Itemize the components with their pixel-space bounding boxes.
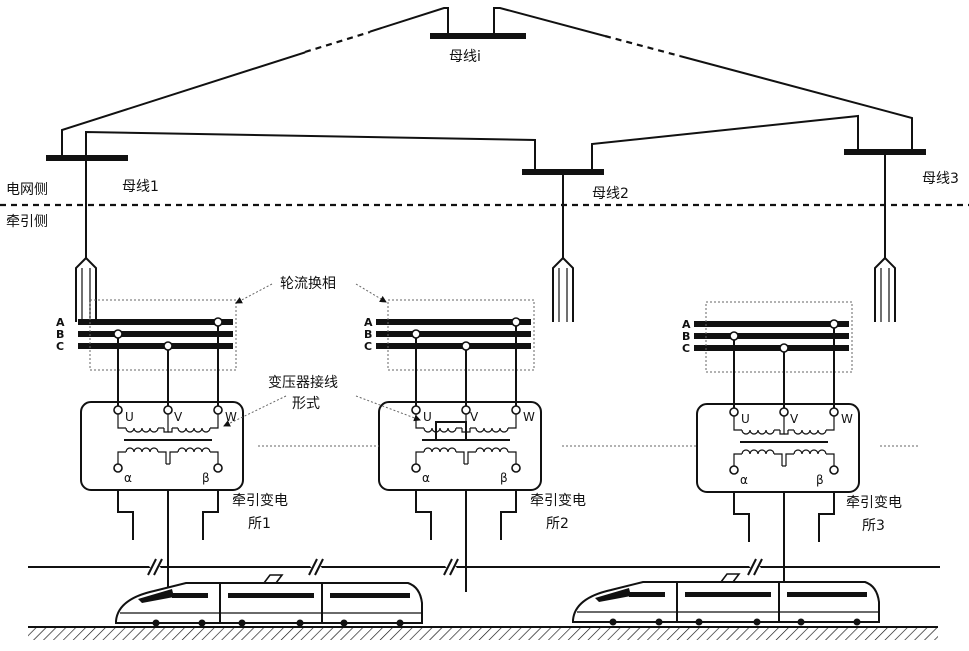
transformer-wiring-label-line2: 形式	[292, 396, 320, 412]
feeder-3	[875, 152, 895, 322]
svg-text:U: U	[125, 410, 134, 424]
traction-side-label: 牵引侧	[6, 214, 48, 230]
catenary	[28, 559, 940, 575]
bus1-label: 母线1	[122, 179, 159, 195]
substation-3	[694, 302, 859, 594]
svg-text:β: β	[202, 471, 210, 485]
substation-2	[376, 300, 541, 592]
substation-3-label: 牵引变电	[846, 495, 902, 511]
substation-1-label: 牵引变电	[232, 493, 288, 509]
svg-text:V: V	[790, 412, 799, 426]
substation-3-label-line2: 所3	[862, 518, 885, 534]
svg-text:β: β	[500, 471, 508, 485]
svg-text:U: U	[423, 410, 432, 424]
train-1	[116, 575, 422, 627]
svg-text:C: C	[364, 340, 372, 353]
svg-text:V: V	[174, 410, 183, 424]
phase-labels-3: A B C	[682, 318, 691, 355]
svg-text:W: W	[523, 410, 535, 424]
phase-labels-2: A B C	[364, 316, 373, 353]
terminal-labels-3: U V W α β	[740, 412, 853, 487]
substation-1-label-line2: 所1	[248, 516, 271, 532]
svg-text:C: C	[56, 340, 64, 353]
svg-text:α: α	[422, 471, 430, 485]
substation-2-label: 牵引变电	[530, 493, 586, 509]
phase-rotation-label: 轮流换相	[280, 275, 336, 292]
incoming-feeders	[76, 152, 895, 322]
bus-i-label: 母线i	[449, 49, 481, 65]
grid-network	[46, 8, 926, 172]
svg-text:α: α	[124, 471, 132, 485]
grid-side-label: 电网侧	[6, 182, 48, 198]
line-bus2-to-bus3	[592, 116, 858, 172]
substation-2-label-line2: 所2	[546, 516, 569, 532]
bus3-label: 母线3	[922, 171, 959, 187]
svg-text:W: W	[841, 412, 853, 426]
substation-1	[78, 300, 243, 592]
svg-text:α: α	[740, 473, 748, 487]
annotation-arrows	[224, 284, 420, 426]
phase-labels-1: A B C	[56, 316, 65, 353]
train-2	[573, 574, 879, 626]
svg-text:β: β	[816, 473, 824, 487]
svg-text:W: W	[225, 410, 237, 424]
feeder-2	[553, 172, 573, 322]
terminal-labels-1: U V W α β	[124, 410, 237, 485]
ground	[28, 627, 938, 640]
svg-text:U: U	[741, 412, 750, 426]
feeder-1	[76, 158, 96, 322]
svg-text:C: C	[682, 342, 690, 355]
transformer-wiring-label: 变压器接线	[268, 374, 338, 391]
line-bus1-to-bus2	[86, 132, 535, 172]
svg-text:V: V	[470, 410, 479, 424]
line-bus-i-to-bus3	[494, 8, 912, 152]
bus2-label: 母线2	[592, 186, 629, 202]
